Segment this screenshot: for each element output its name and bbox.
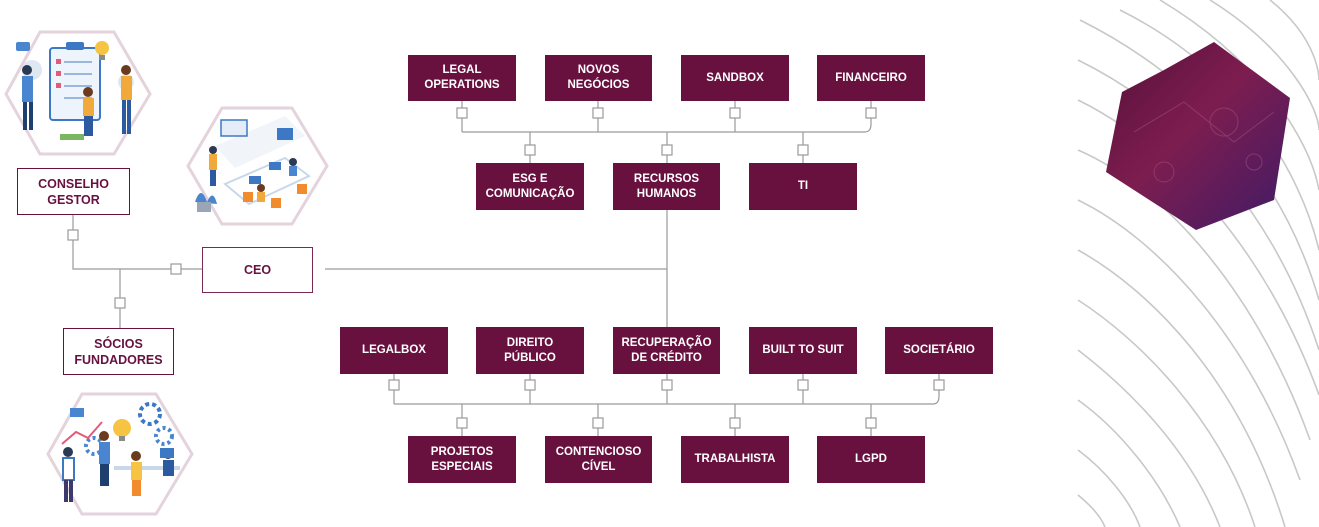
node-esg-comunicacao: ESG E COMUNICAÇÃO <box>476 163 584 210</box>
node-recursos-humanos: RECURSOS HUMANOS <box>613 163 720 210</box>
node-socios-fundadores: SÓCIOS FUNDADORES <box>63 328 174 375</box>
node-novos-negocios: NOVOS NEGÓCIOS <box>545 55 652 101</box>
node-lgpd: LGPD <box>817 436 925 483</box>
node-legalbox: LEGALBOX <box>340 327 448 374</box>
team-planning-illustration <box>4 30 152 156</box>
node-trabalhista: TRABALHISTA <box>681 436 789 483</box>
office-meeting-illustration <box>186 106 329 226</box>
node-recuperacao-credito: RECUPERAÇÃO DE CRÉDITO <box>613 327 720 374</box>
node-built-to-suit: BUILT TO SUIT <box>749 327 857 374</box>
node-contencioso-civel: CONTENCIOSO CÍVEL <box>545 436 652 483</box>
node-sandbox: SANDBOX <box>681 55 789 101</box>
gears-teamwork-illustration <box>46 392 194 516</box>
node-projetos-especiais: PROJETOS ESPECIAIS <box>408 436 516 483</box>
node-direito-publico: DIREITO PÚBLICO <box>476 327 584 374</box>
node-legal-operations: LEGAL OPERATIONS <box>408 55 516 101</box>
node-societario: SOCIETÁRIO <box>885 327 993 374</box>
node-ti: TI <box>749 163 857 210</box>
node-ceo: CEO <box>202 247 313 293</box>
purple-abstract-hexagon-image <box>1106 42 1290 230</box>
node-conselho-gestor: CONSELHO GESTOR <box>17 168 130 215</box>
node-financeiro: FINANCEIRO <box>817 55 925 101</box>
